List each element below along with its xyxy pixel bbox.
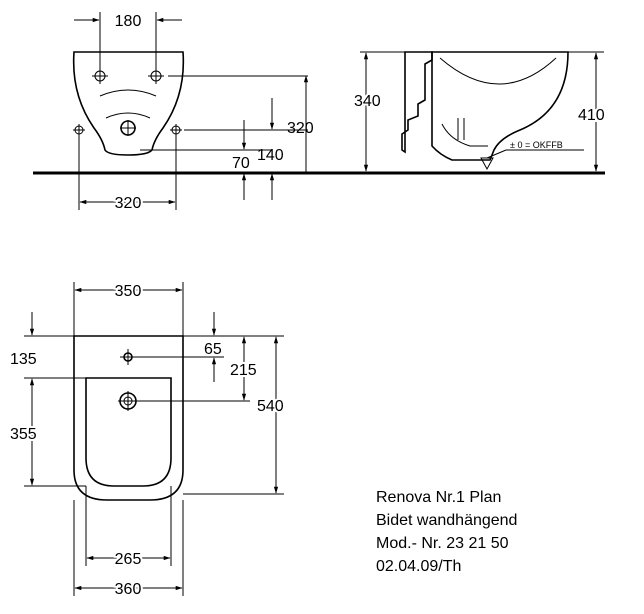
dim-65-label: 65 bbox=[204, 341, 222, 358]
dim-540-label: 540 bbox=[257, 398, 284, 415]
front-bowl-curve bbox=[99, 89, 157, 97]
tap-hole-top bbox=[120, 349, 136, 365]
dim-140-label: 140 bbox=[257, 147, 284, 164]
dim-180-label: 180 bbox=[115, 13, 142, 30]
front-inner-curve bbox=[105, 112, 151, 119]
dim-360-label: 360 bbox=[115, 581, 142, 598]
side-bidet-body bbox=[431, 51, 569, 161]
front-view: 180 320 320 140 70 bbox=[72, 12, 314, 214]
tap-hole-left bbox=[92, 68, 108, 84]
tap-hole-right bbox=[148, 68, 164, 84]
model-number: Mod.- Nr. 23 21 50 bbox=[376, 535, 509, 552]
dim-350-label: 350 bbox=[115, 283, 142, 300]
front-bidet-outline bbox=[72, 51, 185, 156]
fixing-hole-left bbox=[73, 124, 85, 136]
dim-215-label: 215 bbox=[230, 362, 257, 379]
product-type: Bidet wandhängend bbox=[376, 512, 518, 529]
wall-carrier bbox=[401, 51, 433, 154]
fixing-hole-right bbox=[170, 124, 182, 136]
floor-reference-label: ± 0 = OKFFB bbox=[510, 140, 563, 150]
waste-outlet bbox=[120, 120, 136, 136]
drawing-date: 02.04.09/Th bbox=[376, 558, 462, 575]
dim-320-bottom-label: 320 bbox=[115, 195, 142, 212]
dim-340-label: 340 bbox=[354, 93, 381, 110]
dim-70-label: 70 bbox=[232, 155, 250, 172]
top-view: 350 135 355 65 215 540 265 360 bbox=[8, 281, 286, 600]
dim-265-label: 265 bbox=[115, 551, 142, 568]
top-bidet-outline bbox=[73, 335, 184, 501]
dim-355-label: 355 bbox=[10, 426, 37, 443]
side-trap bbox=[441, 123, 488, 147]
side-view: 340 410 ± 0 = OKFFB bbox=[352, 51, 607, 172]
dim-320-right-label: 320 bbox=[287, 120, 314, 137]
overflow-drain-top bbox=[118, 391, 138, 411]
product-name: Renova Nr.1 Plan bbox=[376, 489, 502, 506]
side-bowl-inner bbox=[439, 57, 557, 85]
dim-135-label: 135 bbox=[10, 351, 37, 368]
dim-410-label: 410 bbox=[578, 107, 605, 124]
product-info: Renova Nr.1 Plan Bidet wandhängend Mod.-… bbox=[376, 486, 517, 578]
top-bowl-outline bbox=[85, 377, 172, 487]
